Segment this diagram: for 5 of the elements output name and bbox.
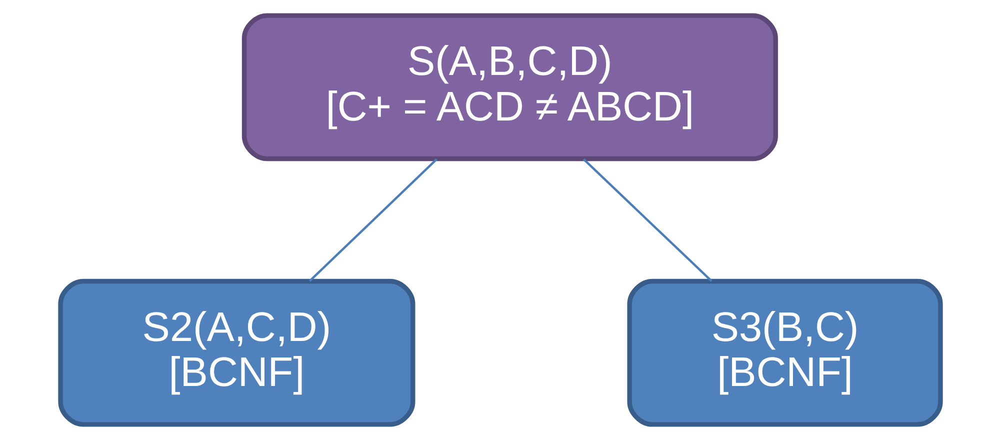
node-box: S2(A,C,D) [BCNF]	[58, 278, 415, 427]
node-box: S(A,B,C,D) [C+ = ACD ≠ ABCD]	[241, 13, 778, 162]
connector	[582, 158, 712, 282]
connector	[308, 158, 437, 282]
node-box: S3(B,C) [BCNF]	[626, 278, 942, 427]
